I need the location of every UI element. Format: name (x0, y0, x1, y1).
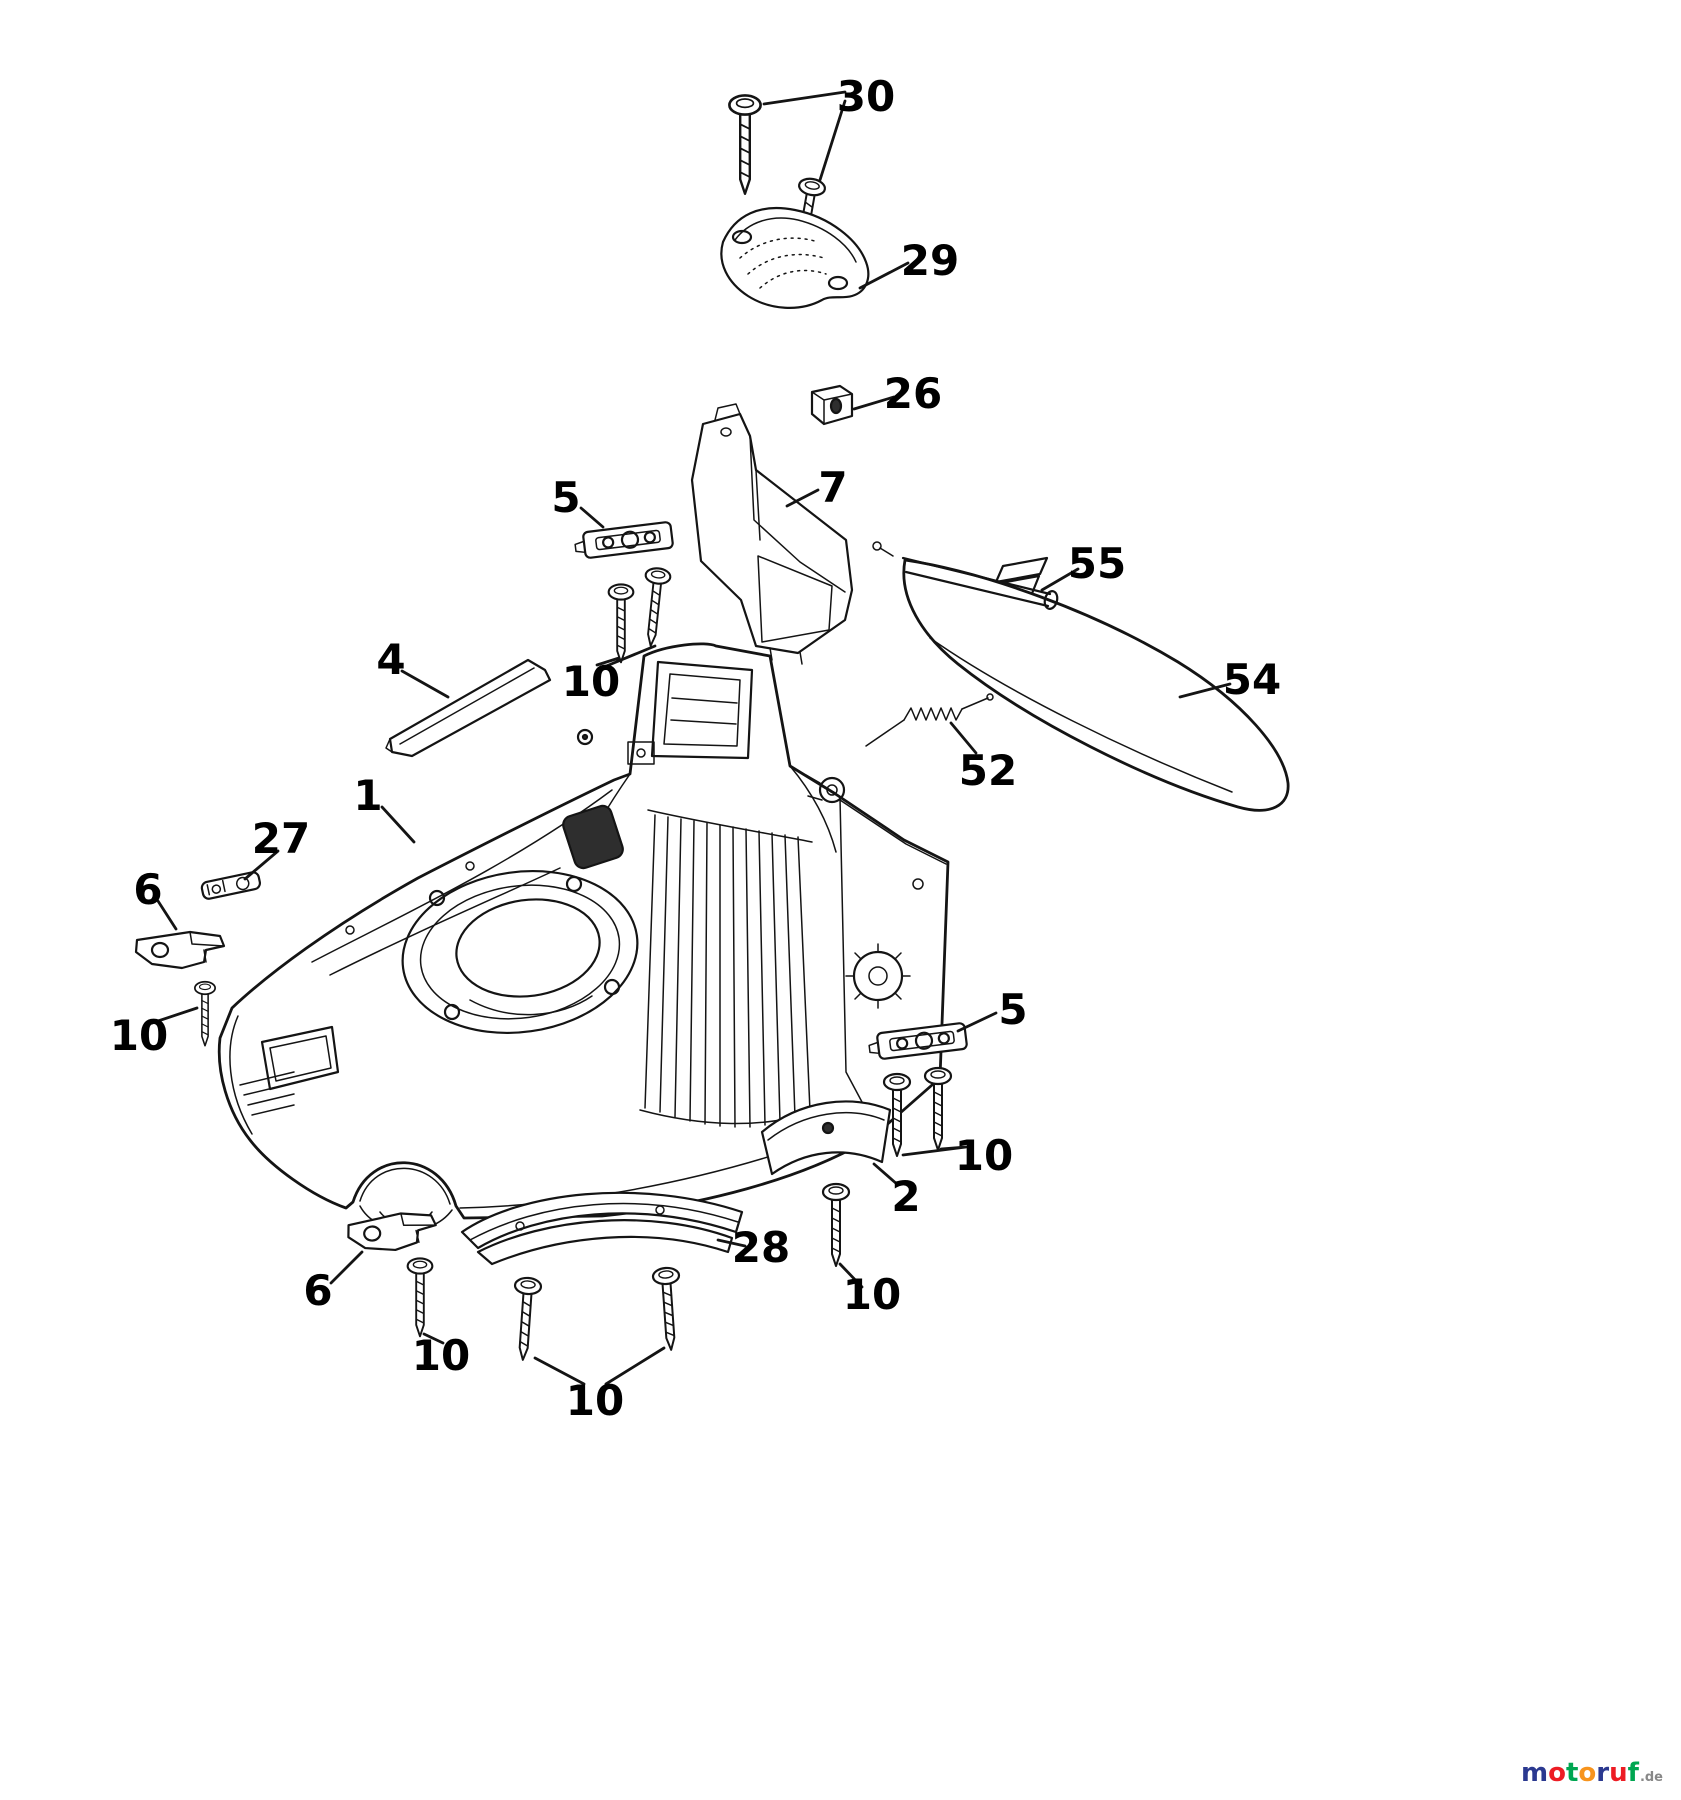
part-29-handle-grip (720, 206, 870, 309)
part-4-trim-strip (385, 658, 552, 758)
watermark-letter: o (1578, 1758, 1597, 1788)
watermark-letter: f (1627, 1758, 1639, 1788)
callout-29: 29 (901, 236, 959, 285)
leader-lines (150, 90, 1232, 1386)
callout-10: 10 (566, 1376, 624, 1425)
part-1-deck-housing (217, 642, 950, 1232)
part-5-latch-bar-left (574, 521, 674, 559)
part-26-spacer-block (810, 384, 854, 426)
callout-10: 10 (843, 1270, 901, 1319)
part-2-rear-skirt (760, 1100, 892, 1176)
callout-6: 6 (303, 1266, 332, 1315)
callout-28: 28 (732, 1223, 790, 1272)
callout-5: 5 (551, 473, 580, 522)
watermark-letter: u (1609, 1758, 1628, 1788)
callout-6: 6 (133, 865, 162, 914)
part-7-rear-cover (690, 403, 854, 665)
watermark-logo: motoruf.de (1521, 1758, 1663, 1788)
watermark-letter: t (1565, 1758, 1579, 1788)
callout-10: 10 (955, 1131, 1013, 1180)
callout-2: 2 (891, 1172, 920, 1221)
callout-7: 7 (818, 463, 847, 512)
part-28-front-baffle (460, 1191, 744, 1266)
callout-30: 30 (837, 72, 895, 121)
part-6-bracket-left (134, 930, 226, 970)
callout-5: 5 (998, 985, 1027, 1034)
callout-10: 10 (412, 1331, 470, 1380)
watermark-suffix: .de (1639, 1770, 1663, 1785)
callout-10: 10 (110, 1011, 168, 1060)
callout-1: 1 (353, 771, 382, 820)
callout-4: 4 (376, 635, 405, 684)
watermark-letter: o (1548, 1758, 1566, 1788)
part-5-latch-bar-right (868, 1022, 968, 1060)
callout-55: 55 (1068, 539, 1126, 588)
watermark-letter: r (1596, 1758, 1610, 1788)
part-52-spring (865, 693, 994, 747)
callout-26: 26 (884, 369, 942, 418)
part-27-clip (200, 871, 262, 900)
watermark-letter: m (1521, 1758, 1549, 1788)
callout-54: 54 (1223, 655, 1281, 704)
callout-27: 27 (252, 814, 310, 863)
callout-10: 10 (562, 657, 620, 706)
part-54-discharge-flap (872, 541, 1290, 812)
part-6-bracket-bottom (347, 1212, 437, 1252)
callout-52: 52 (959, 746, 1017, 795)
